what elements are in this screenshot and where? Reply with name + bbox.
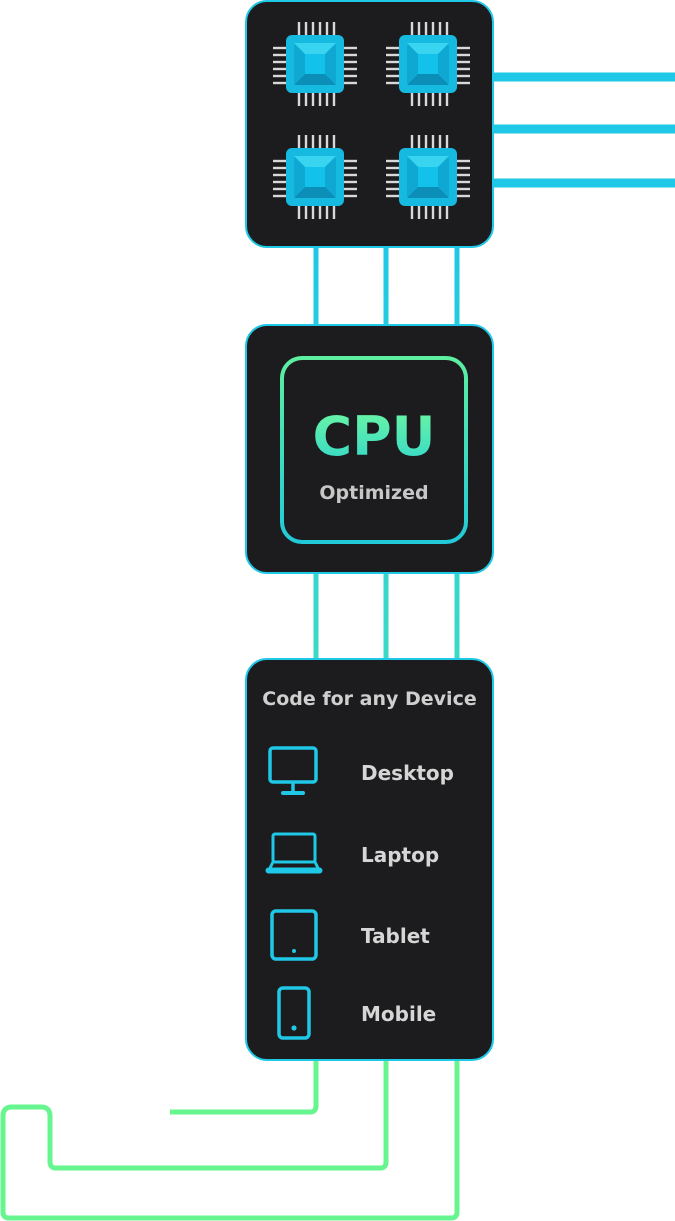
device-label-mobile: Mobile xyxy=(361,1002,437,1026)
cpu-subtitle: Optimized xyxy=(319,482,429,504)
mobile-icon xyxy=(277,986,311,1040)
device-label-desktop: Desktop xyxy=(361,761,454,785)
vertical-wires xyxy=(313,248,460,658)
desktop-icon xyxy=(268,746,318,795)
device-heading: Code for any Device xyxy=(262,688,477,710)
device-item-mobile: Mobile xyxy=(247,985,492,1045)
laptop-icon xyxy=(265,832,323,874)
device-panel: Code for any Device Desktop Laptop Table… xyxy=(245,658,494,1061)
device-label-laptop: Laptop xyxy=(361,843,440,867)
microchip-icon xyxy=(386,22,470,106)
right-wires xyxy=(494,72,675,188)
tablet-icon xyxy=(270,909,318,961)
device-label-tablet: Tablet xyxy=(361,924,430,948)
microchip-icon xyxy=(273,135,357,219)
cpu-panel: CPU Optimized xyxy=(245,324,494,574)
microchip-icon xyxy=(386,135,470,219)
bottom-wires xyxy=(0,1061,460,1221)
cpu-badge: CPU Optimized xyxy=(280,356,468,544)
microchip-icon xyxy=(273,22,357,106)
device-item-desktop: Desktop xyxy=(247,744,492,804)
device-item-laptop: Laptop xyxy=(247,826,492,886)
cpu-title: CPU xyxy=(284,410,464,464)
chip-panel xyxy=(245,0,494,248)
device-item-tablet: Tablet xyxy=(247,907,492,967)
